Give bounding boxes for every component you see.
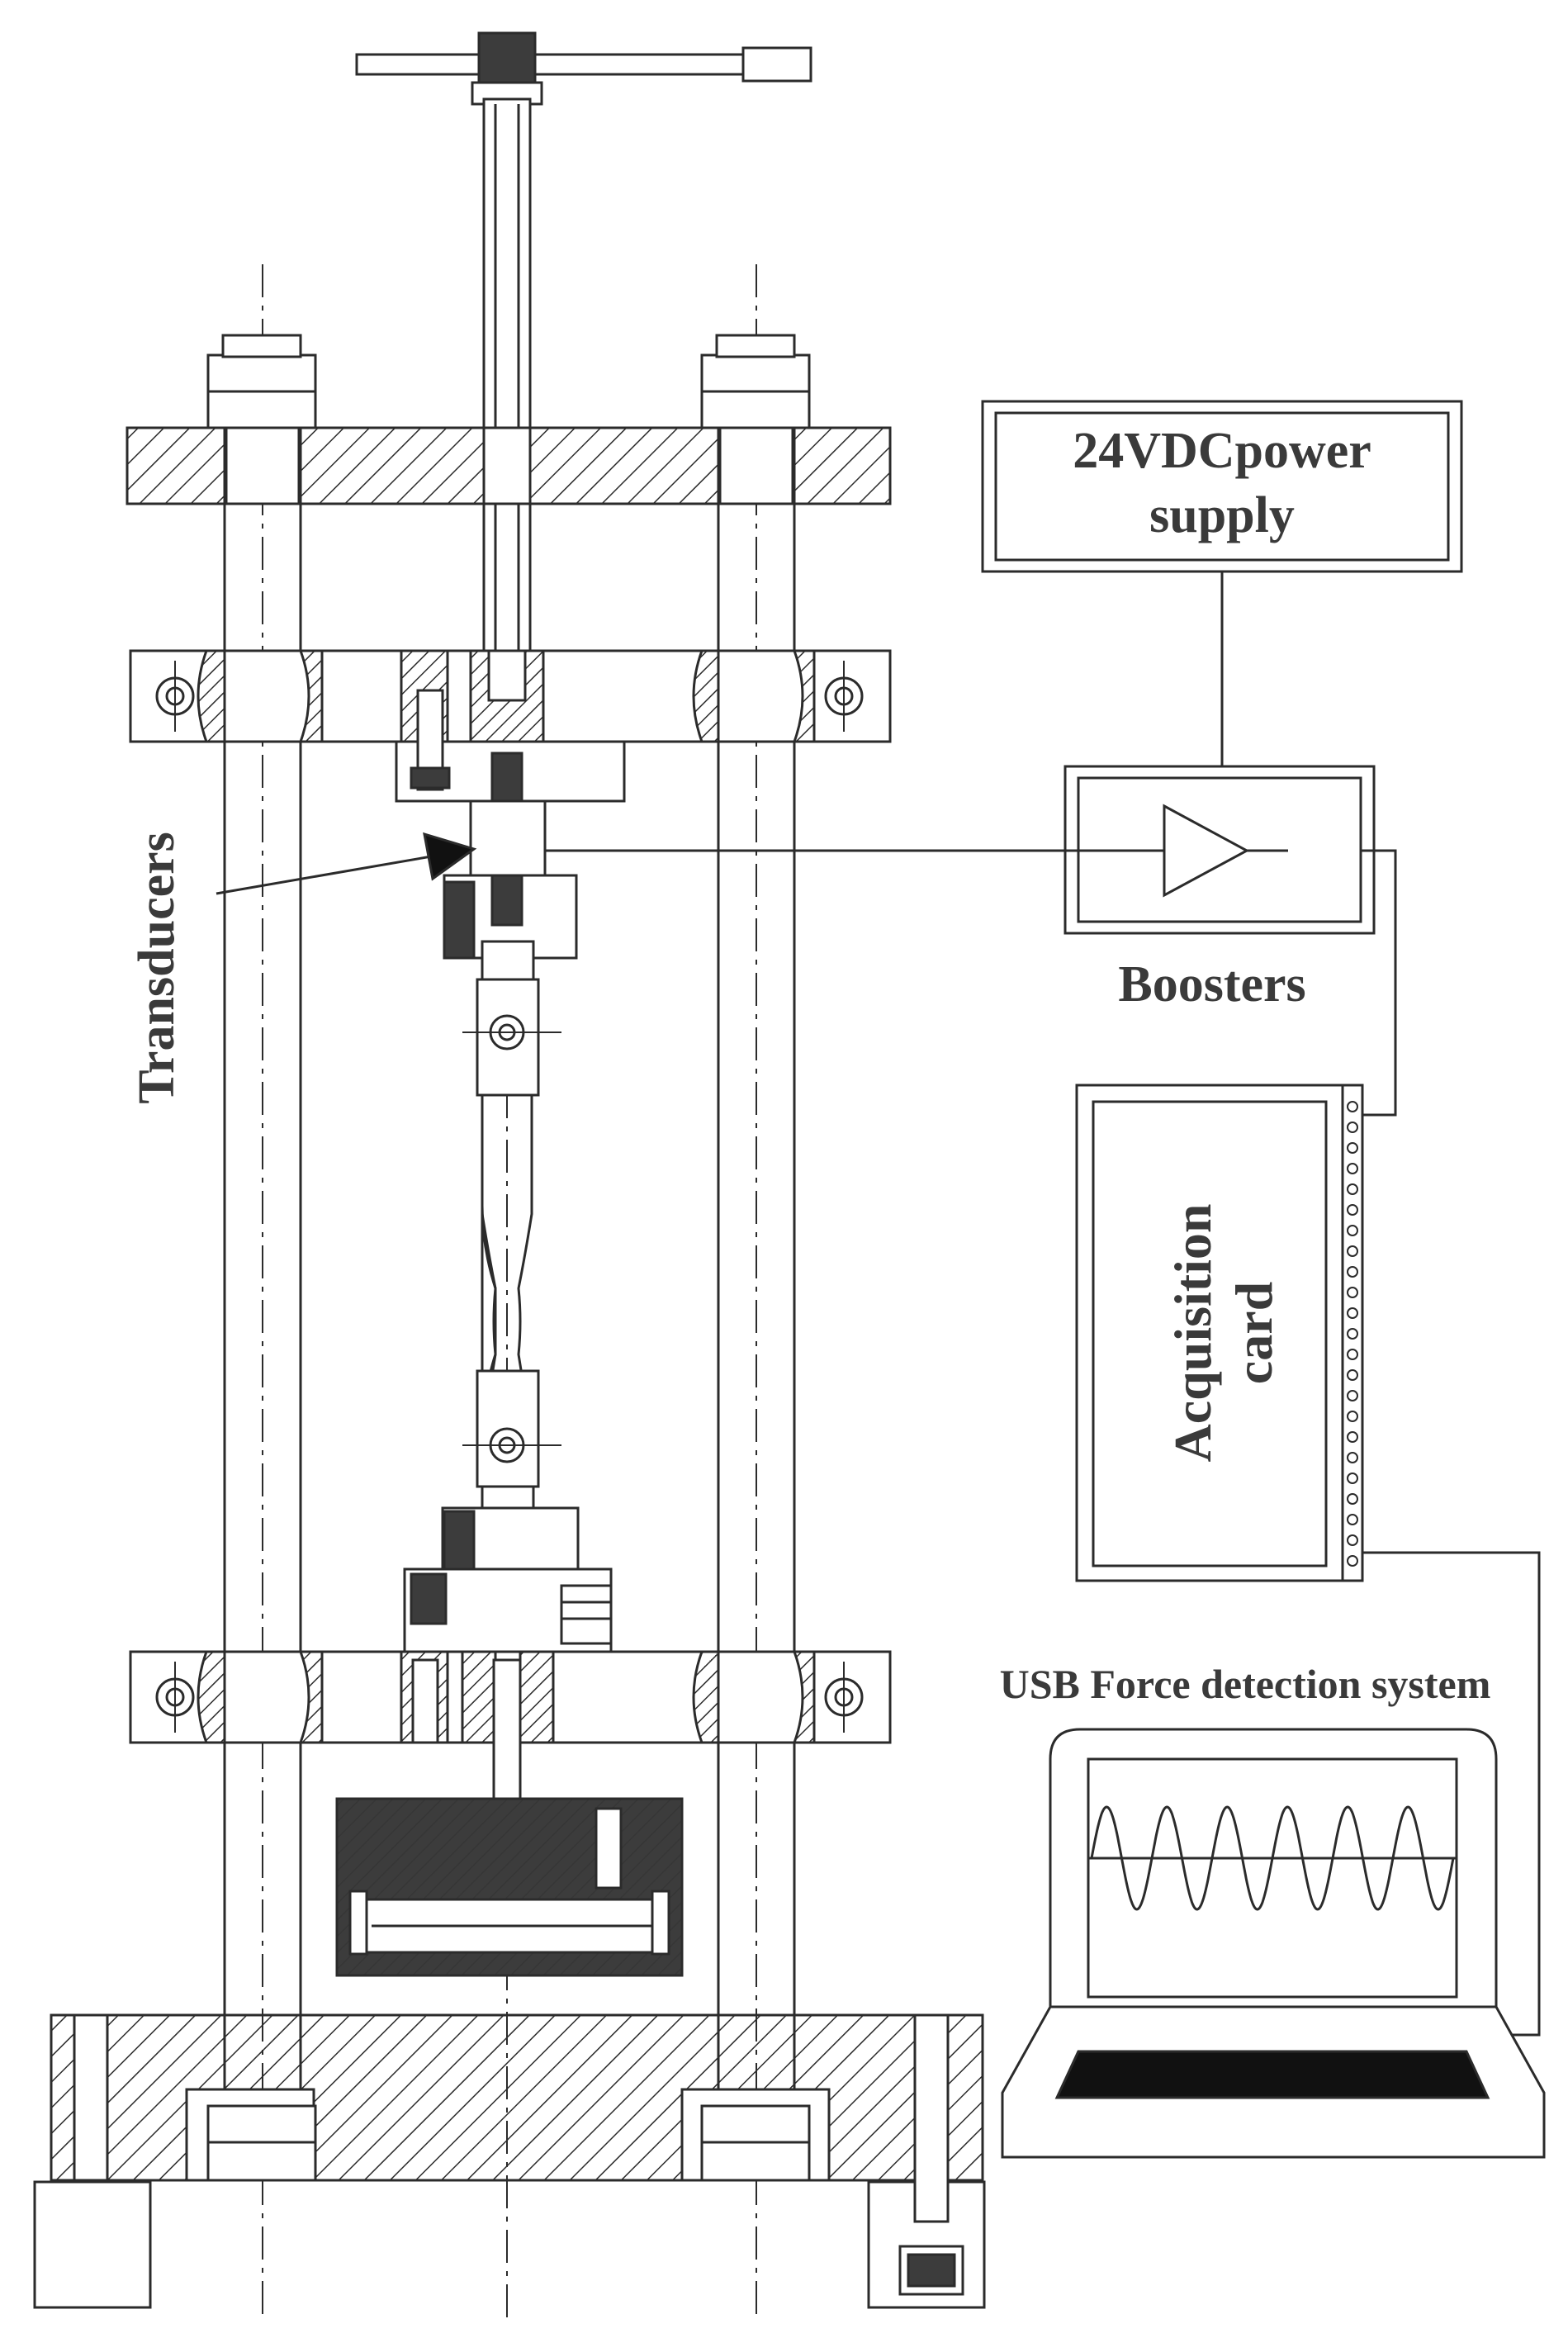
transducers-label: Transducers [129,832,185,1104]
connector-pin [1347,1452,1358,1463]
boosters-label: Boosters [1118,956,1305,1013]
acquisition-card-pins [1347,1101,1358,1567]
laptop [1001,1728,1546,2159]
bottom-left-nut [206,2104,317,2182]
bottom-right-nut [700,2104,811,2182]
top-right-nut [700,334,811,429]
power-supply-label-line2: supply [1149,487,1295,543]
top-plate [126,426,892,505]
connector-pin [1347,1493,1358,1505]
connector-pin [1347,1431,1358,1443]
upper-crosshead [129,649,892,743]
sine-wave [1090,1805,1455,1911]
connector-pin [1347,1183,1358,1195]
drive-block [335,1797,684,1977]
acquisition-label-line1: Acquisition [1163,1204,1222,1463]
acquisition-label-line2: card [1225,1282,1283,1384]
lower-fixture [403,1506,613,1662]
connector-pin [1347,1307,1358,1319]
connector-pin [1347,1369,1358,1381]
power-supply-box [981,400,1463,573]
lower-grip [462,1369,561,1529]
connector-pin [1347,1328,1358,1340]
booster-box [1063,765,1376,935]
connector-pin [1347,1245,1358,1257]
upper-fixture [395,689,626,803]
acquisition-card [1075,1084,1364,1582]
connector-pin [1347,1555,1358,1567]
right-guide-rod [717,264,796,2321]
wire-acquisition-to-laptop [1362,1551,1541,2037]
transducer-block [443,799,578,960]
usb-system-label: USB Force detection system [1000,1661,1491,1707]
transducer-arrow [216,832,477,895]
connector-pin [1347,1101,1358,1112]
power-supply-label-line1: 24VDCpower [1073,423,1371,479]
left-guide-rod [223,264,302,2321]
connector-pin [1347,1411,1358,1422]
connector-pin [1347,1514,1358,1525]
connector-pin [1347,1473,1358,1484]
connector-pin [1347,1163,1358,1174]
connector-pin [1347,1349,1358,1360]
connector-pin [1347,1390,1358,1401]
connector-pin [1347,1204,1358,1216]
top-left-nut [206,334,317,429]
base-plate [33,2013,986,2309]
connector-pin [1347,1122,1358,1133]
wire-booster-to-acquisition [1361,849,1397,1117]
connector-pin [1347,1225,1358,1236]
connector-pin [1347,1287,1358,1298]
connector-pin [1347,1142,1358,1154]
connector-pin [1347,1266,1358,1278]
upper-grip [462,940,561,1097]
connector-pin [1347,1534,1358,1546]
